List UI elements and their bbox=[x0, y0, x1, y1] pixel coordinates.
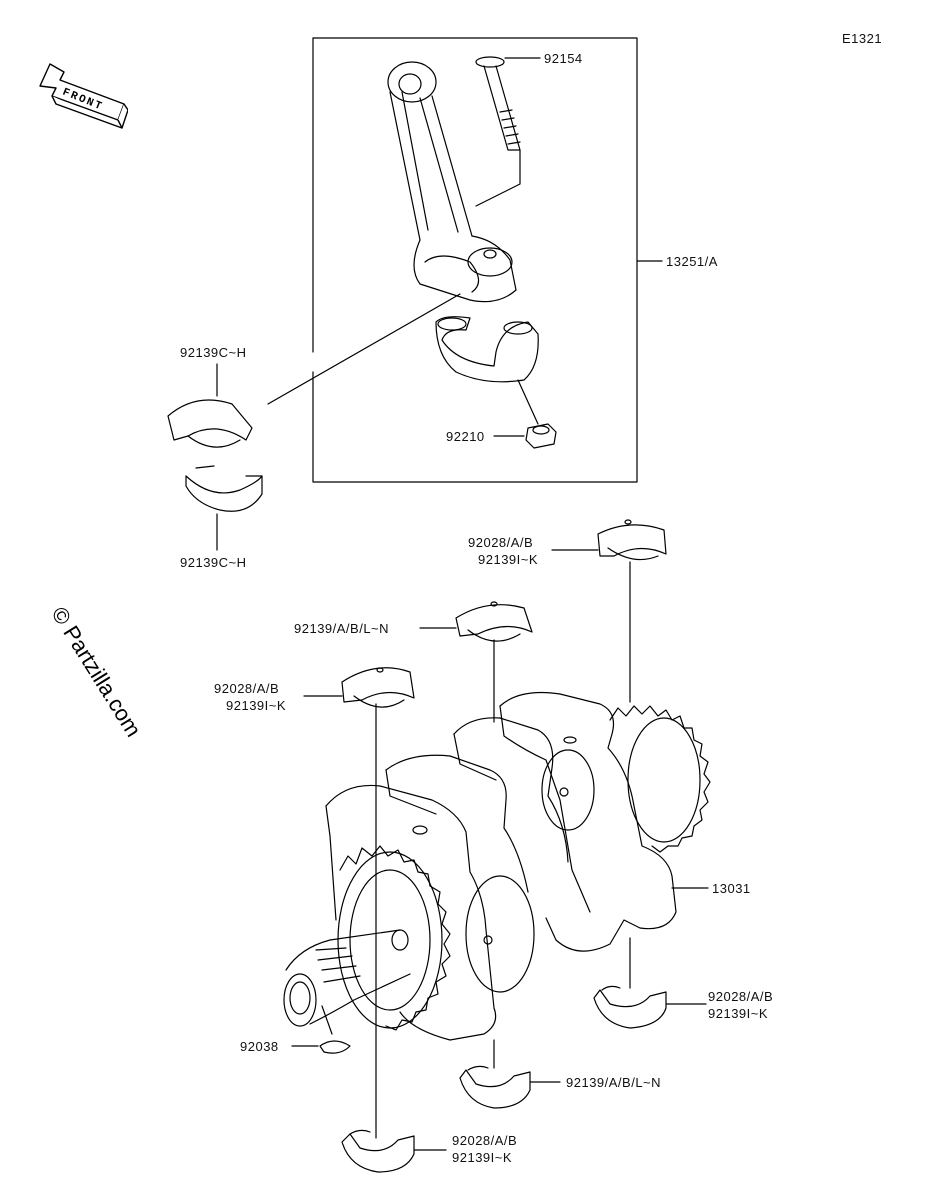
part-label-92028-left[interactable]: 92028/A/B bbox=[214, 681, 280, 696]
connecting-rod bbox=[387, 61, 517, 303]
part-label-92028-bottom[interactable]: 92028/A/B bbox=[452, 1133, 518, 1148]
diagram-id: E1321 bbox=[842, 31, 883, 46]
part-label-92139ch-bottom[interactable]: 92139C~H bbox=[180, 555, 247, 570]
part-label-13031[interactable]: 13031 bbox=[712, 881, 751, 896]
part-label-92139-bottom[interactable]: 92139/A/B/L~N bbox=[566, 1075, 662, 1090]
main-bearing-left bbox=[303, 667, 415, 1139]
main-bearing-bottom-left bbox=[341, 1129, 447, 1173]
rod-cap bbox=[435, 316, 539, 383]
main-bearing-top-right bbox=[551, 519, 667, 703]
woodruff-key bbox=[291, 1005, 351, 1054]
rod-bearing-lower bbox=[185, 465, 263, 551]
main-bearing-middle bbox=[419, 601, 533, 723]
part-label-92139ik-top-right[interactable]: 92139I~K bbox=[478, 552, 539, 567]
rod-bearing-upper bbox=[167, 363, 253, 448]
crankshaft bbox=[283, 691, 711, 1041]
part-label-92139ik-bottom[interactable]: 92139I~K bbox=[452, 1150, 513, 1165]
main-bearing-bottom-right bbox=[593, 937, 707, 1029]
rod-bolt bbox=[475, 56, 541, 207]
part-label-92139ch-top[interactable]: 92139C~H bbox=[180, 345, 247, 360]
part-label-13251[interactable]: 13251/A bbox=[666, 254, 718, 269]
part-label-92028-top-right[interactable]: 92028/A/B bbox=[468, 535, 534, 550]
part-label-92139ik-bottom-right[interactable]: 92139I~K bbox=[708, 1006, 769, 1021]
part-label-92139-middle[interactable]: 92139/A/B/L~N bbox=[294, 621, 390, 636]
part-label-92139ik-left[interactable]: 92139I~K bbox=[226, 698, 287, 713]
part-label-92210[interactable]: 92210 bbox=[446, 429, 485, 444]
front-arrow-icon: FRONT bbox=[39, 63, 128, 129]
part-label-92154[interactable]: 92154 bbox=[544, 51, 583, 66]
part-label-92038[interactable]: 92038 bbox=[240, 1039, 279, 1054]
rod-nut bbox=[493, 379, 557, 449]
connecting-rod-assembly-box bbox=[312, 37, 663, 483]
main-bearing-bottom-middle bbox=[459, 1039, 561, 1109]
part-label-92028-bottom-right[interactable]: 92028/A/B bbox=[708, 989, 774, 1004]
